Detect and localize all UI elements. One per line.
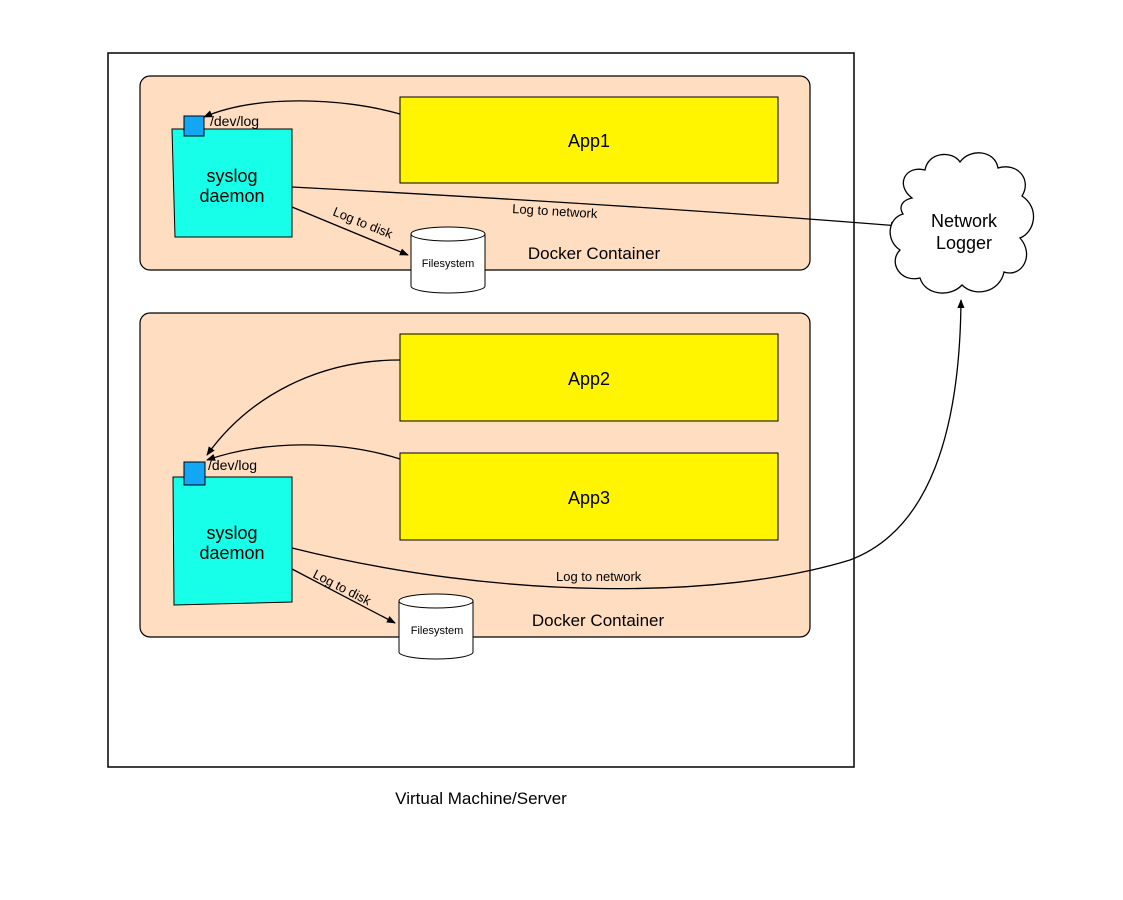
log-to-disk-arrow-1: [291, 206, 409, 256]
dev-log-label-2: /dev/log: [208, 457, 257, 473]
app3-to-socket-arrow: [206, 444, 401, 461]
filesystem-2-cylinder: [398, 593, 474, 660]
log-to-disk-arrow-2: [291, 568, 396, 624]
log-to-network-arrow-2: [291, 299, 965, 590]
network-logger-line2: Logger: [936, 233, 992, 253]
log-to-network-label-2: Log to network: [556, 569, 642, 584]
app1-to-socket-arrow: [203, 100, 401, 118]
app2-label: App2: [568, 369, 610, 389]
log-to-network-label-1: Log to network: [512, 201, 599, 221]
log-to-network-arrow-1: [291, 186, 900, 229]
app2-box: [399, 333, 779, 422]
syslog-daemon-2-box: [172, 476, 293, 606]
filesystem-2-label: Filesystem: [411, 625, 464, 637]
filesystem-1-cylinder: [410, 226, 486, 294]
syslog-daemon-2-line2: daemon: [199, 543, 264, 563]
syslog-daemon-1-box: [171, 128, 293, 238]
container-1-label: Docker Container: [528, 244, 661, 263]
app3-label: App3: [568, 488, 610, 508]
dev-log-label-1: /dev/log: [210, 113, 259, 129]
dev-log-socket-1: [183, 115, 205, 137]
container-2-label: Docker Container: [532, 611, 665, 630]
filesystem-1-label: Filesystem: [422, 258, 475, 270]
app1-box: [399, 96, 779, 184]
app3-box: [399, 452, 779, 541]
dev-log-socket-2: [183, 461, 206, 486]
app2-to-socket-arrow: [206, 359, 401, 456]
vm-label: Virtual Machine/Server: [395, 789, 567, 808]
docker-container-2: Docker Container App2 App3 syslog daemon…: [139, 299, 965, 660]
syslog-daemon-1-line1: syslog: [206, 166, 257, 186]
syslog-daemon-2-line1: syslog: [206, 523, 257, 543]
network-logger-line1: Network: [931, 211, 998, 231]
app1-label: App1: [568, 131, 610, 151]
network-logger-cloud: [889, 152, 1035, 294]
syslog-daemon-1-line2: daemon: [199, 186, 264, 206]
docker-container-1: Docker Container App1 syslog daemon /dev…: [139, 75, 900, 294]
